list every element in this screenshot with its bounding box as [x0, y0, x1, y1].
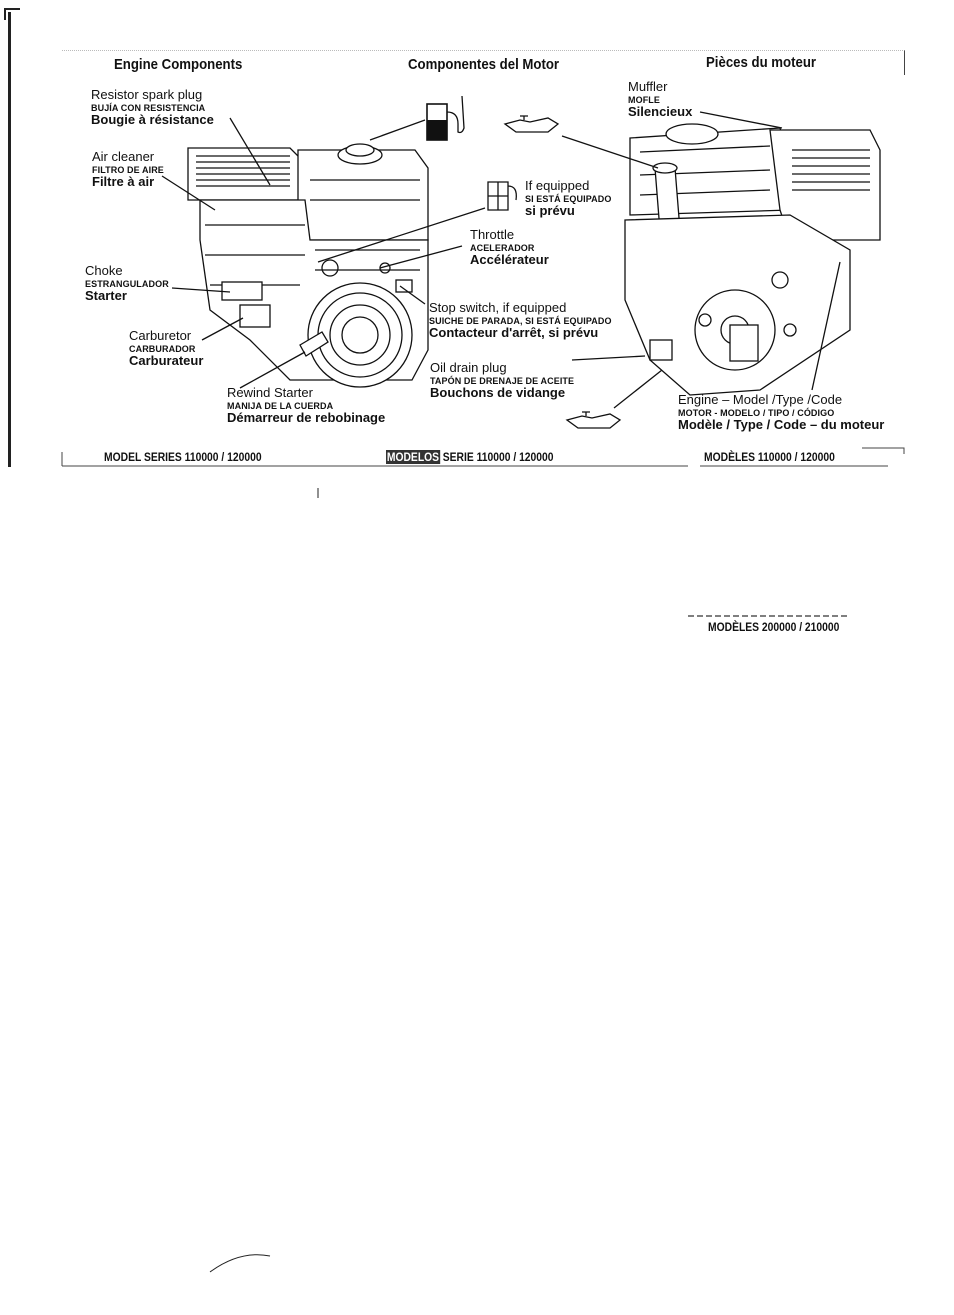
label-choke: Choke ESTRANGULADOR Starter [85, 263, 169, 304]
series-french-lower: MODÈLES 200000 / 210000 [708, 620, 840, 634]
binding-edge [8, 12, 11, 467]
series-spanish: MODELOS SERIE 110000 / 120000 [386, 450, 554, 464]
label-engine-model: Engine – Model /Type /Code MOTOR - MODEL… [678, 392, 885, 433]
series-spanish-rest: SERIE 110000 / 120000 [439, 450, 554, 464]
label-muffler: Muffler MOFLE Silencieux [628, 79, 693, 120]
series-english: MODEL SERIES 110000 / 120000 [104, 450, 262, 464]
label-oil-drain: Oil drain plug TAPÓN DE DRENAJE DE ACEIT… [430, 360, 575, 401]
header-french: Pièces du moteur [706, 54, 817, 71]
header-box [62, 50, 905, 75]
label-carburetor: Carburetor CARBURADOR Carburateur [129, 328, 204, 369]
header-english: Engine Components [114, 56, 243, 73]
label-spark-plug: Resistor spark plug BUJÍA CON RESISTENCI… [91, 87, 214, 128]
header-spanish: Componentes del Motor [408, 56, 560, 73]
label-if-equipped: If equipped SI ESTÁ EQUIPADO si prévu [525, 178, 612, 219]
label-air-cleaner: Air cleaner FILTRO DE AIRE Filtre à air [92, 149, 164, 190]
label-stop-switch: Stop switch, if equipped SUICHE DE PARAD… [429, 300, 612, 341]
binding-mark [4, 8, 20, 20]
series-spanish-prefix: MODELOS [386, 450, 440, 464]
label-throttle: Throttle ACELERADOR Accélérateur [470, 227, 549, 268]
label-rewind-starter: Rewind Starter MANIJA DE LA CUERDA Démar… [227, 385, 386, 426]
series-french: MODÈLES 110000 / 120000 [704, 450, 835, 464]
